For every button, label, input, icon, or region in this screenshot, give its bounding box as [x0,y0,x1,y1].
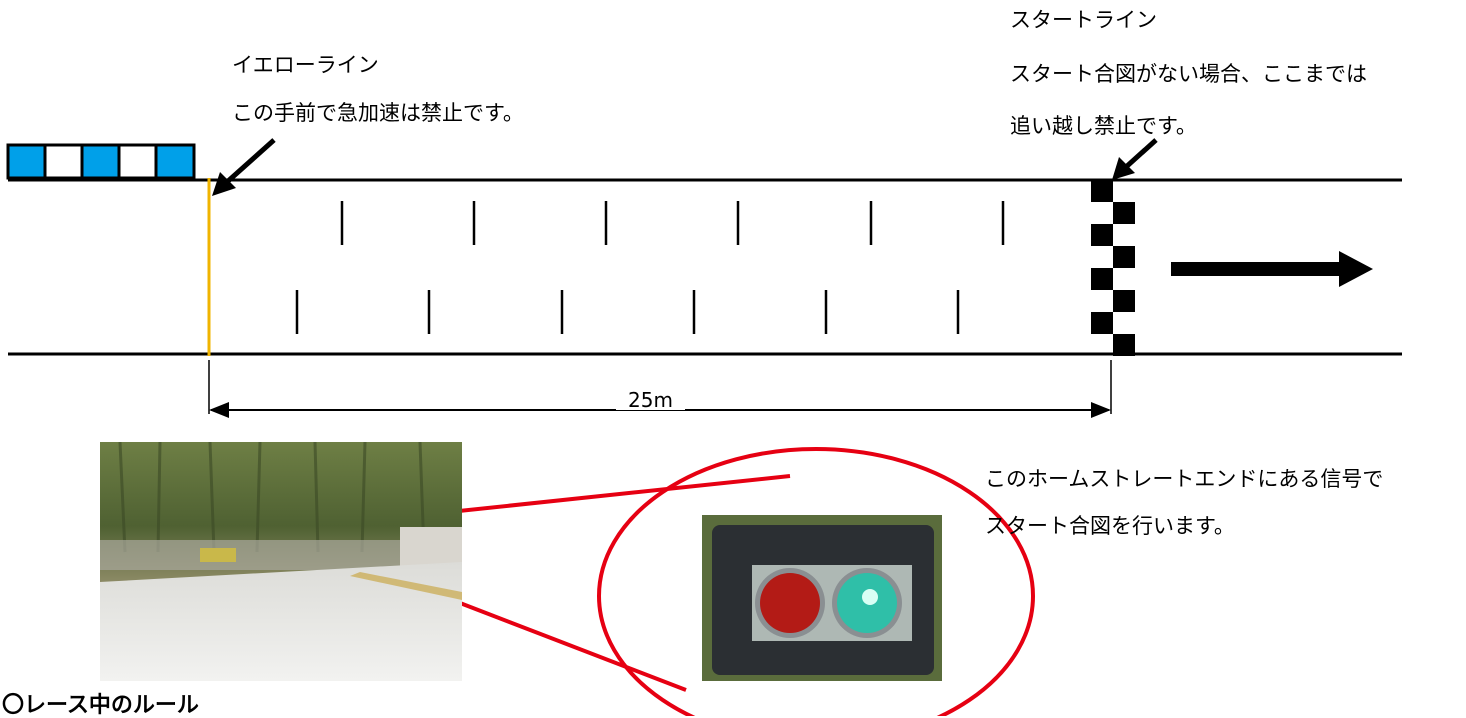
pointer-arrow-yellow-line [212,138,276,196]
signal-note-1: このホームストレートエンドにある信号で [985,467,1384,491]
grid-marks-lower [295,290,960,334]
blue-flag-pattern [6,143,196,180]
track-photo [100,442,462,681]
section-heading: 〇レース中のルール [2,693,199,718]
distance-label: 25m [616,390,685,410]
distance-dimension [208,360,1112,418]
direction-arrow-icon [1171,251,1373,287]
grid-marks-upper [340,201,1005,245]
yellow-line-title: イエローライン [232,53,379,77]
yellow-line-note: この手前で急加速は禁止です。 [232,101,524,125]
signal-note-2: スタート合図を行います。 [985,514,1235,538]
start-line-note-1: スタート合図がない場合、ここまでは [1010,62,1367,86]
start-line-checker [1091,180,1135,356]
pointer-arrow-start-line [1112,138,1158,180]
start-line-note-2: 追い越し禁止です。 [1010,114,1197,138]
start-line-title: スタートライン [1010,8,1157,32]
signal-light-photo [702,515,942,681]
